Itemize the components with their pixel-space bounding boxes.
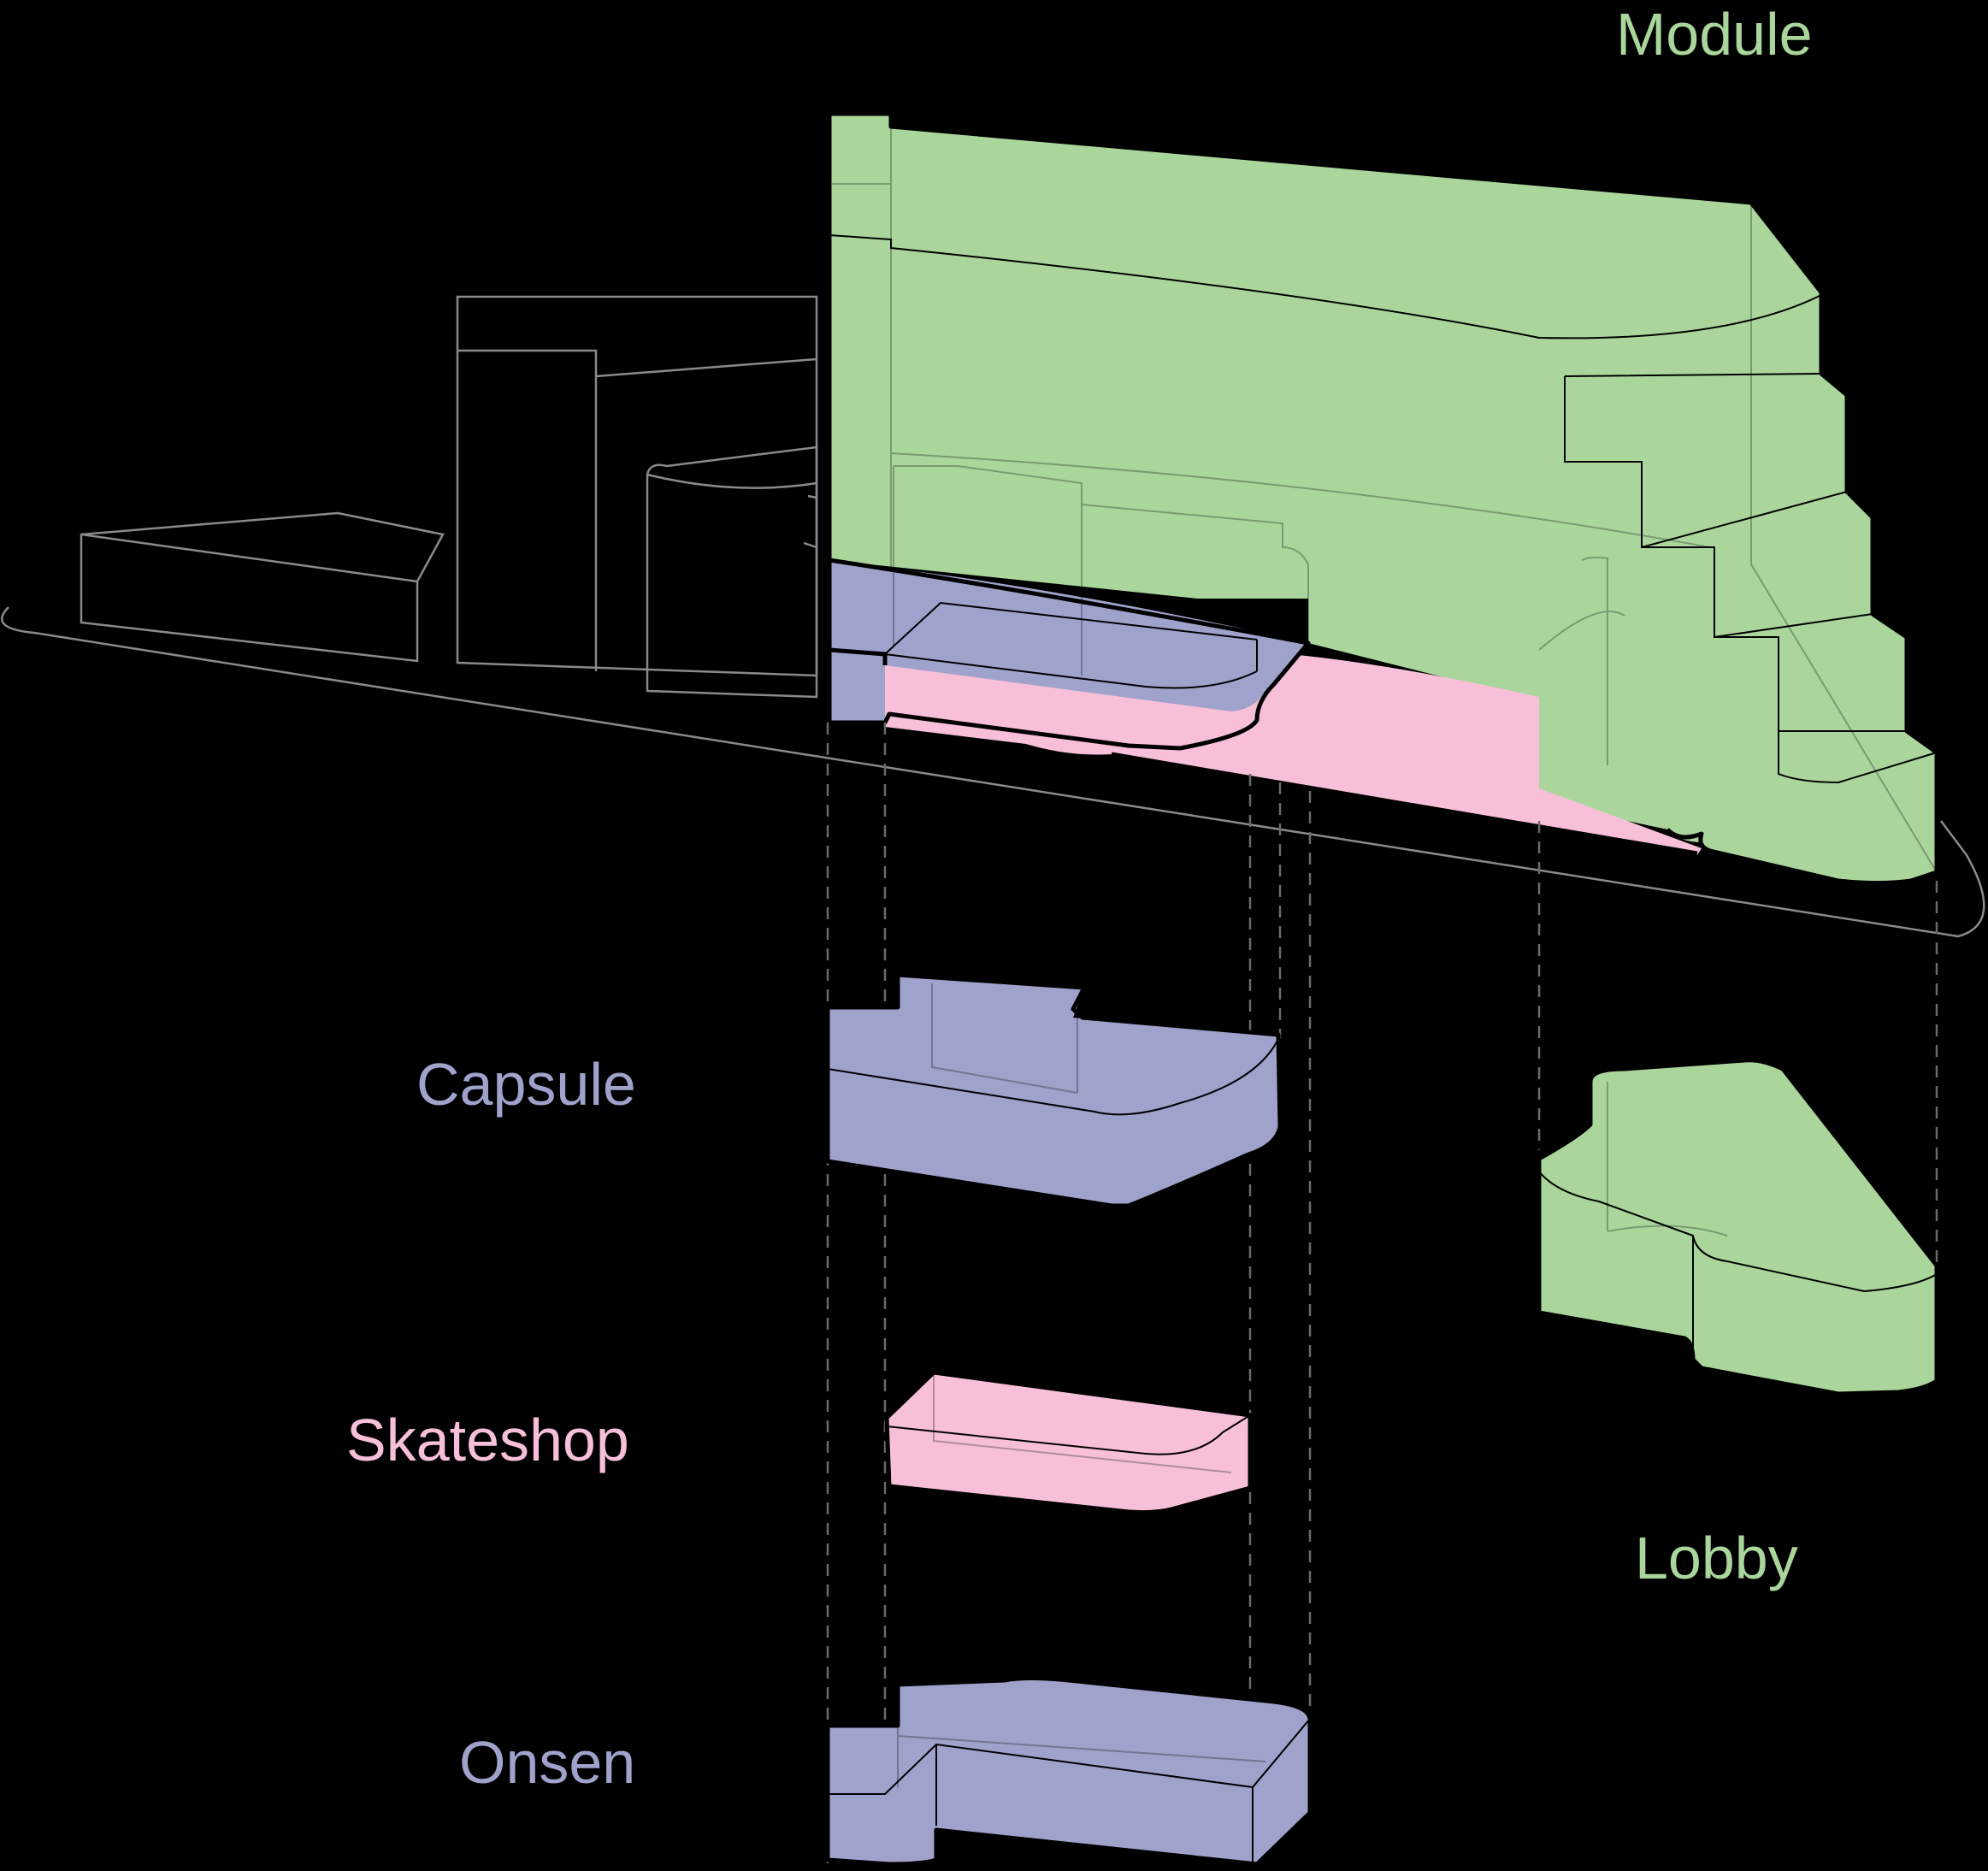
lobby-exploded-fill — [1539, 1059, 1937, 1394]
lobby-exploded-edges — [1538, 1171, 1938, 1364]
projection-lines — [826, 723, 1938, 1871]
context-block-curved — [646, 446, 818, 699]
onsen-exploded-outline — [825, 1676, 1313, 1867]
capsule-inner-box — [885, 603, 1257, 695]
skateshop-fill-stack — [885, 652, 1702, 855]
skateshop-label: Skateshop — [346, 1407, 629, 1473]
context-block-lines — [803, 494, 817, 549]
onsen-exploded-fill — [828, 1678, 1310, 1864]
skateshop-exploded-outline — [884, 1370, 1253, 1515]
onsen-label: Onsen — [459, 1729, 635, 1796]
capsule-exploded — [825, 972, 1283, 1208]
skateshop-outline-stack — [1111, 752, 1698, 856]
module-label: Module — [1616, 1, 1813, 68]
module-faint-edges — [829, 127, 1938, 873]
onsen-exploded — [825, 1676, 1313, 1867]
context-buildings — [0, 295, 1985, 938]
skateshop-exploded — [884, 1370, 1253, 1515]
context-block-low — [80, 511, 445, 663]
skateshop-exploded-fill — [887, 1372, 1250, 1513]
lobby-exploded — [1537, 1058, 1939, 1396]
onsen-exploded-faint — [897, 1726, 1266, 1787]
skateshop-exploded-faint — [933, 1372, 1232, 1473]
ground-plane-outline — [0, 606, 1985, 938]
capsule-faint-stack — [893, 465, 1309, 676]
module-fill — [829, 114, 1937, 883]
lobby-label: Lobby — [1635, 1525, 1798, 1591]
capsule-exploded-fill — [828, 975, 1280, 1206]
capsule-exploded-outline — [825, 972, 1283, 1208]
capsule-exploded-edges — [827, 1038, 1279, 1116]
capsule-exploded-faint — [931, 983, 1078, 1094]
skateshop-volume-in-stack — [885, 652, 1702, 856]
capsule-label: Capsule — [416, 1051, 636, 1118]
module-volume — [827, 111, 1939, 885]
onsen-exploded-edges — [828, 1718, 1311, 1864]
capsule-edges-stack — [884, 601, 1258, 689]
lobby-exploded-faint — [1607, 1082, 1728, 1237]
context-block-tall — [456, 295, 818, 677]
capsule-volume-in-stack — [827, 465, 1311, 751]
module-inner-edges — [829, 234, 1938, 784]
skateshop-exploded-edges — [886, 1414, 1251, 1455]
